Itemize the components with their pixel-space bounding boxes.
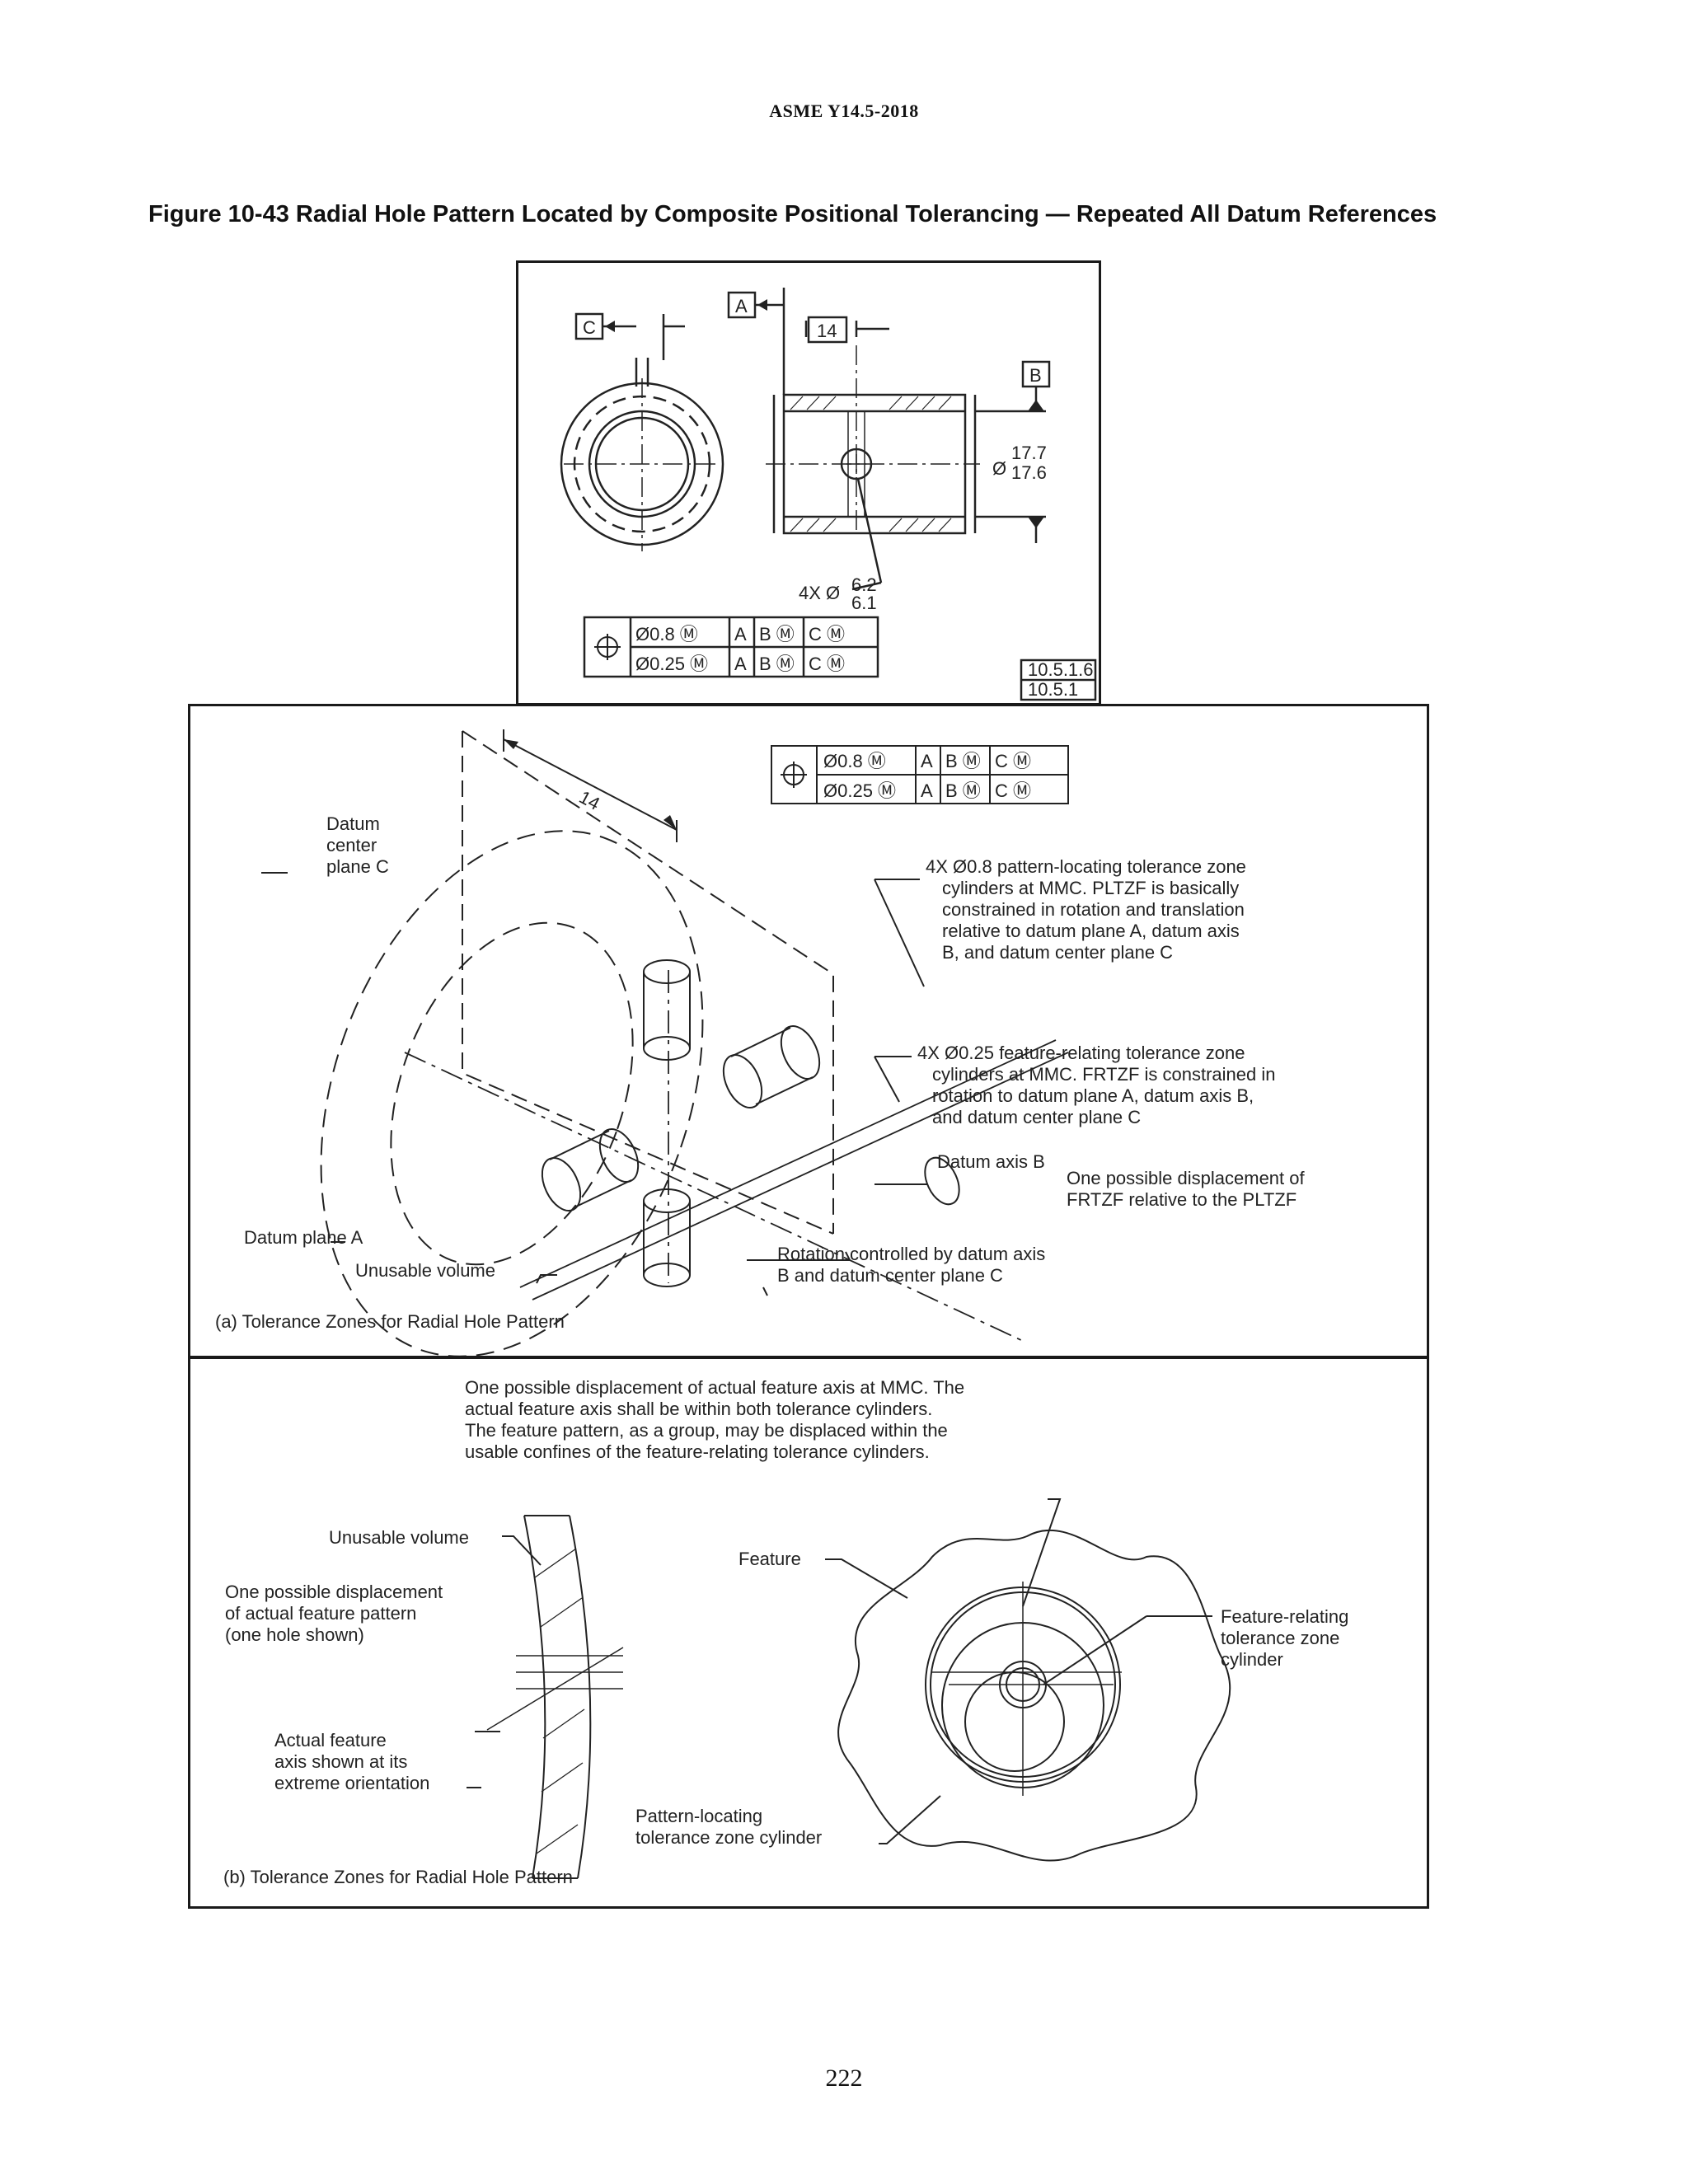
fcf-a-r2-c4: C Ⓜ — [995, 780, 1031, 801]
fcf-r2-c2: A — [734, 654, 747, 674]
dia-lower: 17.6 — [1011, 462, 1047, 483]
panel-b: One possible displacement of actual feat… — [188, 1357, 1429, 1909]
tolerance-zone-diagram-b: One possible displacement of actual feat… — [223, 1377, 1348, 1887]
unusable-volume-a: Unusable volume — [355, 1260, 495, 1281]
fcf-r2-c1: Ø0.25 Ⓜ — [635, 654, 708, 674]
section-strip — [523, 1515, 592, 1879]
frt-label-1: Feature-relating — [1221, 1606, 1348, 1627]
fcf-r2-c4: C Ⓜ — [809, 654, 845, 674]
frtzf-note-4: and datum center plane C — [932, 1107, 1141, 1127]
dia-upper: 17.7 — [1011, 443, 1047, 463]
frtzf-note-3: rotation to datum plane A, datum axis B, — [932, 1085, 1254, 1106]
caption-a: (a) Tolerance Zones for Radial Hole Patt… — [215, 1311, 565, 1332]
top-note-2: actual feature axis shall be within both… — [465, 1399, 932, 1419]
unusable-volume-b: Unusable volume — [329, 1527, 469, 1548]
top-note-3: The feature pattern, as a group, may be … — [465, 1420, 948, 1441]
frtzf-note-1: 4X Ø0.25 feature-relating tolerance zone — [917, 1043, 1245, 1063]
hole-upper: 6.2 — [851, 574, 877, 595]
basic-dim-frame — [807, 316, 848, 344]
fcf-a-r1-c1: Ø0.8 Ⓜ — [823, 751, 886, 771]
fcf-r1-c1: Ø0.8 Ⓜ — [635, 624, 698, 644]
displacement-note-2: FRTZF relative to the PLTZF — [1067, 1189, 1296, 1210]
pltzf-note-1: 4X Ø0.8 pattern-locating tolerance zone — [926, 856, 1246, 877]
displacement-label-1: One possible displacement — [225, 1582, 443, 1602]
pltzf-note-4: relative to datum plane A, datum axis — [942, 921, 1240, 941]
dia-symbol: Ø — [992, 458, 1006, 479]
figure-title: Figure 10-43 Radial Hole Pattern Located… — [148, 201, 1437, 227]
frt-cylinder — [964, 1671, 1065, 1772]
panel-a: 14 Ø0.8 Ⓜ A B Ⓜ C Ⓜ Ø0.25 Ⓜ A B Ⓜ C Ⓜ Da… — [188, 704, 1429, 1358]
basic-dim-text: 14 — [817, 321, 837, 341]
panel-a-fcf — [771, 745, 1069, 804]
fcf-r1-c2: A — [734, 624, 747, 644]
hole-prefix: 4X Ø — [799, 583, 840, 603]
datum-c-label-1: Datum — [326, 813, 380, 834]
frtzf-note-2: cylinders at MMC. FRTZF is constrained i… — [932, 1064, 1275, 1085]
feature-outline — [837, 1530, 1231, 1862]
ref-1: 10.5.1.6 — [1028, 659, 1094, 680]
ref-2: 10.5.1 — [1028, 679, 1078, 700]
fcf-r1-c4: C Ⓜ — [809, 624, 845, 644]
fcf-r1-c3: B Ⓜ — [759, 624, 795, 644]
caption-b: (b) Tolerance Zones for Radial Hole Patt… — [223, 1867, 573, 1887]
datum-axis-b-label: Datum axis B — [937, 1151, 1045, 1172]
datum-a-letter: A — [735, 296, 748, 316]
datum-a-label: Datum plane A — [244, 1227, 363, 1248]
fcf-a-r2-c3: B Ⓜ — [945, 780, 981, 801]
pltzf-note-3: constrained in rotation and translation — [942, 899, 1245, 920]
rotation-note-1: Rotation controlled by datum axis — [777, 1244, 1045, 1264]
datum-plane-c — [462, 731, 834, 1235]
hole-lower: 6.1 — [851, 593, 877, 613]
datum-c-letter: C — [583, 317, 596, 338]
rotation-note-2: B and datum center plane C — [777, 1265, 1003, 1286]
dim-14: 14 — [576, 786, 603, 814]
pltzf-note-5: B, and datum center plane C — [942, 942, 1173, 963]
rotation-circle — [924, 1156, 960, 1206]
fcf-a-r1-c4: C Ⓜ — [995, 751, 1031, 771]
actual-axis-label-2: axis shown at its — [274, 1751, 407, 1772]
datum-b-letter: B — [1029, 365, 1042, 386]
datum-c-label-3: plane C — [326, 856, 389, 877]
fcf-a-r1-c2: A — [921, 751, 933, 771]
plt-label-1: Pattern-locating — [635, 1806, 762, 1826]
standard-header: ASME Y14.5-2018 — [769, 101, 919, 121]
frt-label-3: cylinder — [1221, 1649, 1283, 1670]
feature-label: Feature — [738, 1549, 801, 1569]
pltzf-note-2: cylinders at MMC. PLTZF is basically — [942, 878, 1239, 898]
top-note-1: One possible displacement of actual feat… — [465, 1377, 964, 1398]
displacement-label-3: (one hole shown) — [225, 1624, 364, 1645]
frt-label-2: tolerance zone — [1221, 1628, 1339, 1648]
actual-axis-label-3: extreme orientation — [274, 1773, 429, 1793]
fcf-a-r2-c1: Ø0.25 Ⓜ — [823, 780, 896, 801]
displacement-label-2: of actual feature pattern — [225, 1603, 416, 1624]
fcf-r2-c3: B Ⓜ — [759, 654, 795, 674]
part-drawing: C A B 14 Ø 17.7 17.6 4X Ø 6.2 6.1 Ø0.8 Ⓜ… — [560, 288, 1097, 701]
datum-c-label-2: center — [326, 835, 377, 855]
page-number: 222 — [825, 2064, 863, 2092]
tolerance-zone-diagram-a: 14 Ø0.8 Ⓜ A B Ⓜ C Ⓜ Ø0.25 Ⓜ A B Ⓜ C Ⓜ Da… — [215, 729, 1305, 1356]
actual-axis-label-1: Actual feature — [274, 1730, 387, 1750]
fcf-a-r1-c3: B Ⓜ — [945, 751, 981, 771]
top-note-4: usable confines of the feature-relating … — [465, 1441, 930, 1462]
displacement-note-1: One possible displacement of — [1067, 1168, 1305, 1188]
fcf-a-r2-c2: A — [921, 780, 933, 801]
plt-label-2: tolerance zone cylinder — [635, 1827, 822, 1848]
drawing-panel: C A B 14 Ø 17.7 17.6 4X Ø 6.2 6.1 Ø0.8 Ⓜ… — [516, 260, 1101, 705]
drawing-fcf — [583, 616, 879, 678]
tolerance-cylinders — [541, 959, 821, 1287]
